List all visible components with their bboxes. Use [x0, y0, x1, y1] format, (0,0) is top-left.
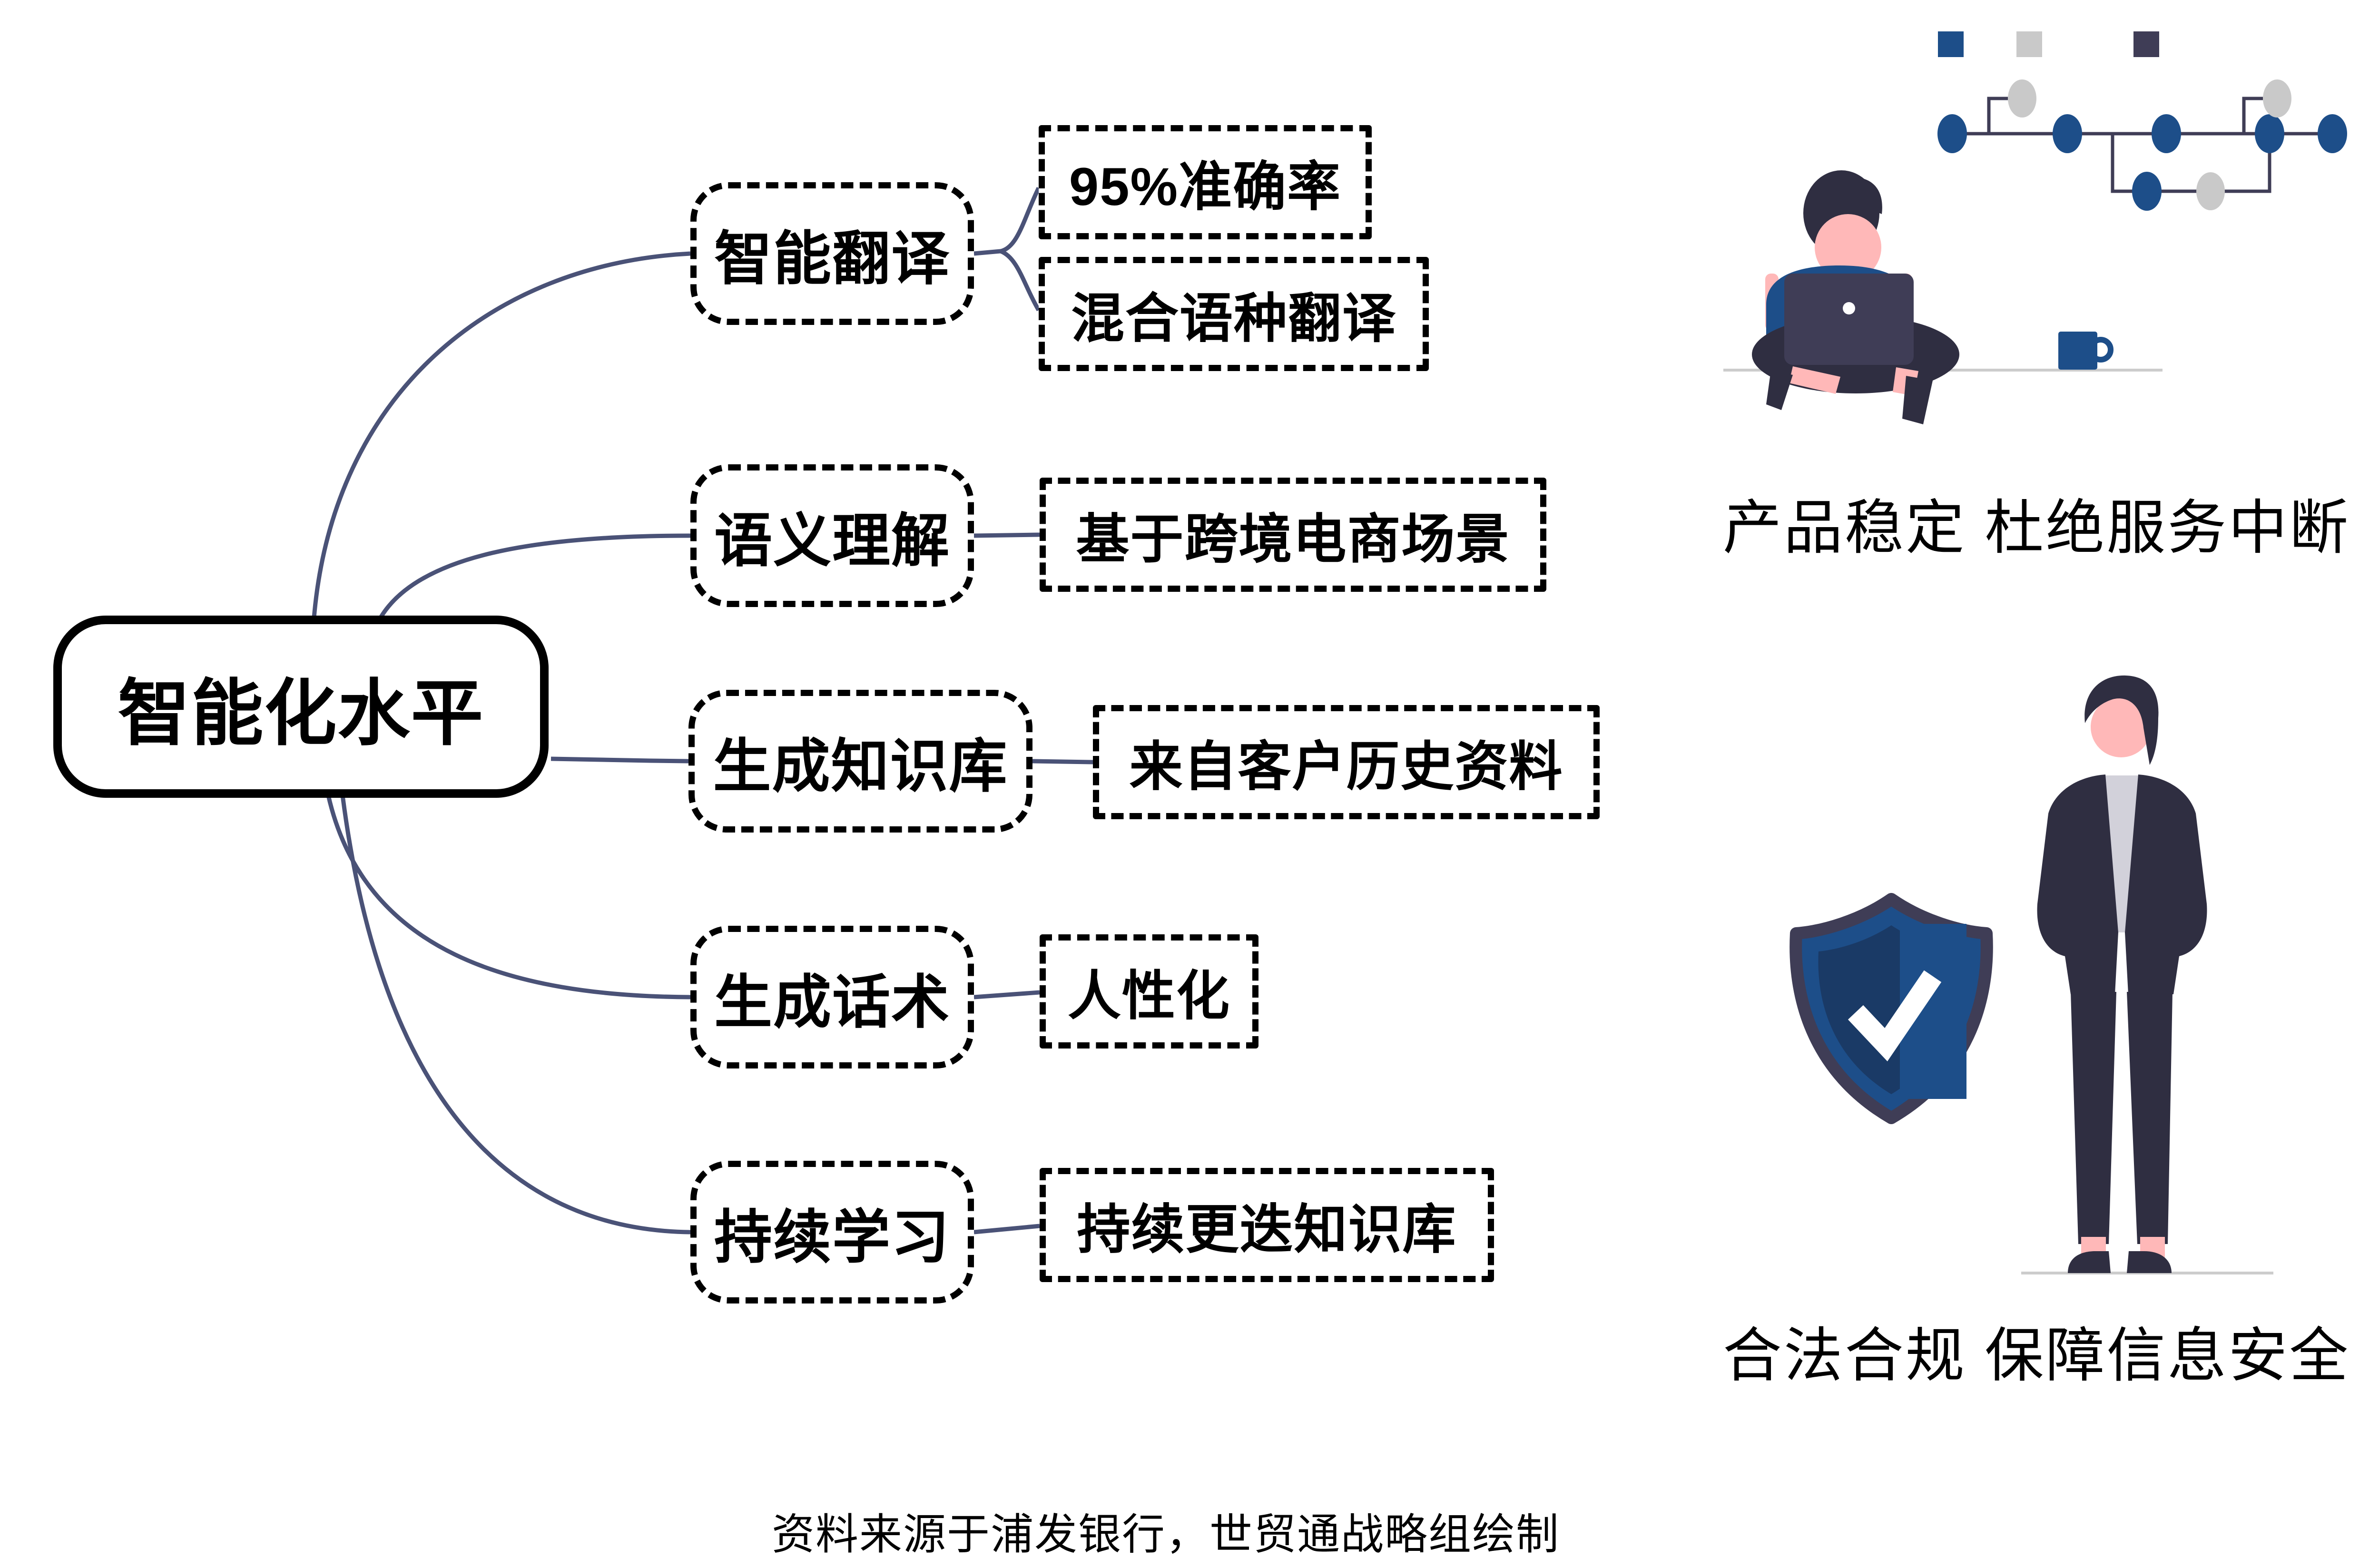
- branch-node-continuous-learning[interactable]: 持续学习: [690, 1161, 974, 1303]
- person-arm-left: [1765, 274, 1779, 331]
- branch-node-smart-translation[interactable]: 智能翻译: [690, 182, 974, 325]
- suit-jacket-left: [2037, 774, 2118, 994]
- branch-label: 语义理解: [714, 508, 950, 573]
- sitting-person: [1752, 170, 1959, 424]
- shield-check-icon: [1789, 893, 1993, 1124]
- shoe-left: [2068, 1251, 2111, 1273]
- branch-label: 持续学习: [714, 1205, 950, 1270]
- child-node-customer-history[interactable]: 来自客户历史资料: [1093, 705, 1600, 819]
- branch-node-semantic-understanding[interactable]: 语义理解: [690, 464, 974, 607]
- child-node-humanized[interactable]: 人性化: [1040, 934, 1258, 1049]
- child-label: 混合语种翻译: [1071, 289, 1396, 348]
- mug-icon: [2058, 332, 2114, 370]
- person-face: [1815, 214, 1881, 281]
- ankle-right: [2140, 1237, 2165, 1260]
- suit-leg-left: [2071, 992, 2116, 1244]
- person-legs: [1752, 315, 1959, 393]
- child-label: 持续更迭知识库: [1077, 1200, 1457, 1259]
- shoe-right: [2127, 1251, 2172, 1273]
- decor-squares: [1938, 31, 2159, 57]
- root-node-label: 智能化水平: [118, 673, 484, 754]
- root-node[interactable]: 智能化水平: [53, 616, 549, 798]
- branch-label: 生成话术: [714, 970, 950, 1035]
- network-nodes-icon: [1937, 79, 2347, 211]
- source-caption: 资料来源于浦发银行，世贸通战略组绘制: [772, 1511, 1560, 1558]
- child-node-mixed-language[interactable]: 混合语种翻译: [1039, 257, 1429, 371]
- laptop-logo-dot: [1843, 302, 1855, 314]
- child-node-ecommerce-scenario[interactable]: 基于跨境电商场景: [1040, 478, 1546, 592]
- caption-legal-compliance: 合法合规 保障信息安全: [1722, 1323, 2350, 1389]
- caption-product-stability: 产品稳定 杜绝服务中断: [1722, 495, 2350, 561]
- child-label: 基于跨境电商场景: [1076, 510, 1510, 569]
- child-node-accuracy[interactable]: 95%准确率: [1039, 125, 1372, 239]
- ankle-left: [2081, 1237, 2106, 1260]
- person-foot-right: [1902, 376, 1933, 424]
- branch-label: 生成知识库: [713, 734, 1008, 799]
- leg-skin-left: [1789, 366, 1840, 394]
- person-shirt: [1766, 265, 1914, 335]
- leg-skin-right: [1893, 367, 1918, 396]
- suit-hair: [2084, 675, 2159, 765]
- child-label: 95%准确率: [1069, 157, 1342, 216]
- laptop: [1784, 274, 1914, 365]
- suit-jacket-right: [2125, 774, 2207, 994]
- person-arm-right: [1900, 274, 1912, 321]
- standing-person: [2037, 675, 2207, 1273]
- person-hair: [1803, 170, 1879, 256]
- person-foot-left: [1766, 370, 1793, 410]
- branch-node-knowledge-base[interactable]: 生成知识库: [688, 690, 1032, 833]
- suit-leg-right: [2127, 992, 2173, 1244]
- child-node-kb-updates[interactable]: 持续更迭知识库: [1040, 1168, 1494, 1282]
- suit-shirt: [2102, 775, 2141, 932]
- suit-face: [2091, 696, 2152, 757]
- branch-node-script-generation[interactable]: 生成话术: [690, 926, 974, 1068]
- branch-label: 智能翻译: [714, 226, 950, 291]
- child-label: 来自客户历史资料: [1129, 737, 1563, 796]
- child-label: 人性化: [1068, 966, 1230, 1026]
- person-fringe: [1808, 176, 1882, 224]
